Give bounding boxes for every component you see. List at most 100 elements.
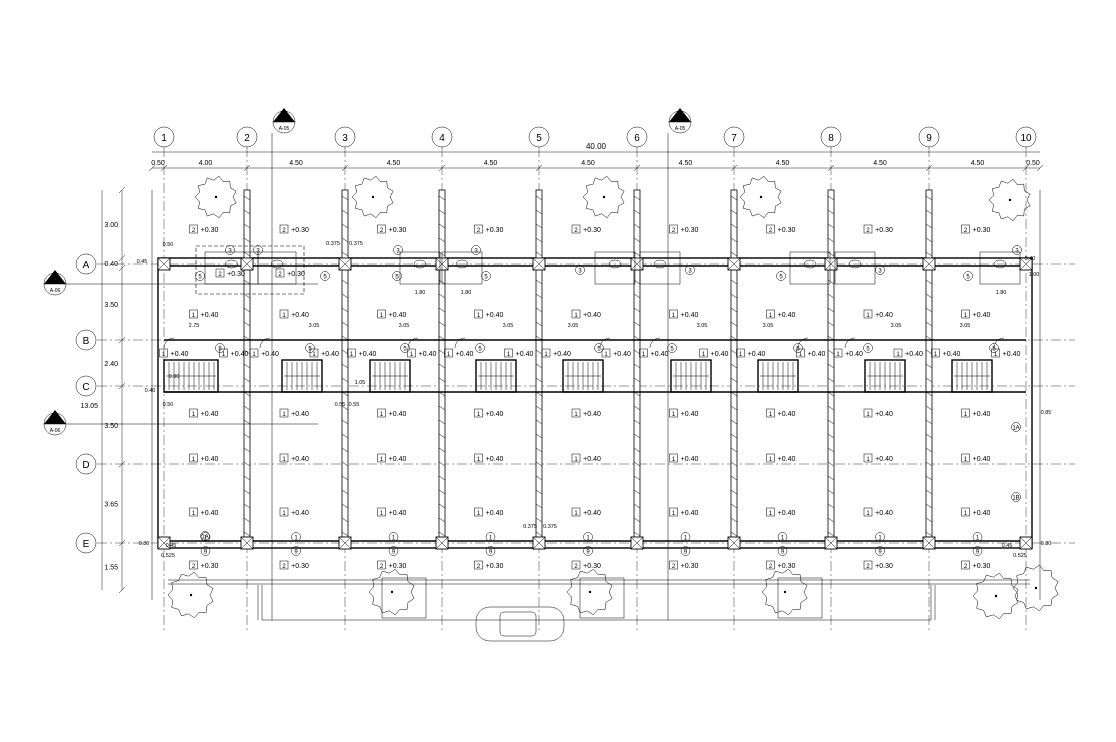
callout-symbol: 5 bbox=[475, 343, 485, 353]
callout-number: 1B bbox=[1012, 496, 1019, 502]
level-annotation: 1+0.40 bbox=[766, 408, 796, 418]
level-annotation: 1+0.40 bbox=[571, 507, 601, 517]
callout-circle bbox=[393, 245, 403, 255]
level-annotation: 1+0.40 bbox=[669, 309, 698, 319]
wall-hatch bbox=[925, 503, 933, 509]
top-dimension-label: 4.50 bbox=[971, 160, 985, 167]
row-grid-label: C bbox=[82, 382, 89, 393]
callout-number: 5 bbox=[395, 275, 399, 281]
level-tag: 2 bbox=[380, 564, 384, 570]
level-annotation: 1+0.40 bbox=[444, 348, 473, 358]
level-tag: 1 bbox=[192, 511, 196, 517]
level-annotation: 1+0.40 bbox=[571, 309, 601, 319]
level-value: +0.30 bbox=[681, 563, 699, 570]
level-value: +0.40 bbox=[486, 456, 504, 463]
level-tag: 1 bbox=[380, 511, 384, 517]
callout-symbol: 1 bbox=[680, 532, 691, 542]
level-tag-box bbox=[474, 507, 483, 517]
tree-trunk bbox=[783, 590, 787, 594]
level-tag: 1 bbox=[477, 511, 481, 517]
callout-symbol: 3 bbox=[253, 245, 263, 255]
level-tag: 1 bbox=[672, 313, 676, 319]
wall-hatch bbox=[535, 433, 543, 439]
level-tag-box bbox=[474, 224, 483, 234]
wall-hatch bbox=[730, 209, 738, 215]
level-value: +0.40 bbox=[553, 351, 571, 358]
small-dimension-label: 3.05 bbox=[399, 323, 410, 329]
wall-hatch bbox=[633, 489, 641, 495]
tree-trunk bbox=[759, 195, 763, 199]
callout-symbol: 5 bbox=[793, 343, 803, 353]
wall-hatch bbox=[633, 531, 641, 537]
level-annotation: 2+0.30 bbox=[766, 560, 795, 570]
level-value: +0.40 bbox=[845, 351, 863, 358]
level-annotation: 1+0.40 bbox=[571, 408, 601, 418]
wall-hatch bbox=[243, 433, 251, 439]
wall-hatch bbox=[341, 433, 349, 439]
level-annotation: 1+0.40 bbox=[249, 348, 279, 358]
callout-circle bbox=[200, 546, 211, 556]
small-dimension-label: 1.80 bbox=[461, 290, 472, 296]
level-tag-box bbox=[504, 348, 513, 358]
planter-basin bbox=[413, 259, 427, 269]
level-tag-box bbox=[215, 268, 225, 278]
level-value: +0.40 bbox=[778, 411, 796, 418]
wall-hatch bbox=[535, 223, 543, 229]
level-annotation: 1+0.40 bbox=[601, 348, 631, 358]
wall-hatch bbox=[925, 377, 933, 383]
callout-circle bbox=[594, 343, 604, 353]
level-tag-box bbox=[159, 348, 168, 358]
level-tag: 1 bbox=[162, 352, 166, 358]
callout-number: 3 bbox=[878, 269, 882, 275]
small-dimension-label: 0.85 bbox=[1041, 410, 1052, 416]
wall-hatch bbox=[438, 433, 446, 439]
wall-hatch bbox=[730, 279, 738, 285]
door-swing bbox=[797, 337, 809, 349]
wall-hatch bbox=[925, 447, 933, 453]
level-value: +0.40 bbox=[711, 351, 729, 358]
callout-number: 3 bbox=[228, 249, 232, 255]
column-grid-bubble bbox=[723, 126, 745, 148]
wall-hatch bbox=[633, 237, 641, 243]
wall-hatch bbox=[925, 307, 933, 313]
wall-hatch bbox=[535, 447, 543, 453]
small-dimension-label: 3.05 bbox=[697, 323, 708, 329]
level-annotation: 2+0.30 bbox=[863, 224, 893, 234]
level-value: +0.30 bbox=[486, 563, 504, 570]
level-tag-box bbox=[309, 348, 319, 358]
wall-hatch bbox=[730, 349, 738, 355]
door-swing bbox=[259, 337, 271, 349]
wall-hatch bbox=[243, 377, 251, 383]
level-annotation: 2+0.30 bbox=[474, 224, 503, 234]
callout-number: 5 bbox=[597, 347, 601, 353]
callout-symbol: 5 bbox=[400, 343, 410, 353]
level-annotation: 1+0.40 bbox=[961, 453, 990, 463]
party-wall bbox=[730, 189, 738, 549]
wall-hatch bbox=[341, 349, 349, 355]
callout-symbol: 1 bbox=[972, 532, 983, 542]
callout-symbol: 5 bbox=[594, 343, 604, 353]
level-tag-box bbox=[279, 507, 289, 517]
column-grid-bubble bbox=[528, 126, 550, 148]
column-grid-label: 5 bbox=[536, 133, 542, 144]
wall-hatch bbox=[438, 195, 446, 201]
level-value: +0.40 bbox=[778, 312, 796, 319]
row-grid-bubble bbox=[75, 253, 97, 275]
callout-symbol: 1 bbox=[388, 532, 399, 542]
callout-symbol: 9 bbox=[583, 546, 593, 556]
callout-circle bbox=[963, 271, 973, 281]
wall-hatch bbox=[243, 489, 251, 495]
level-tag: 1 bbox=[282, 412, 286, 418]
column-cross bbox=[922, 257, 936, 271]
level-tag-box bbox=[736, 348, 745, 358]
wall-hatch bbox=[730, 475, 738, 481]
wall-hatch bbox=[925, 363, 933, 369]
planter-basin bbox=[993, 259, 1007, 269]
level-value: +0.40 bbox=[808, 351, 826, 358]
column-grid-bubble bbox=[820, 126, 842, 148]
level-tag: 1 bbox=[866, 412, 870, 418]
planter-basin bbox=[653, 259, 667, 269]
wall-hatch bbox=[633, 209, 641, 215]
level-tag-box bbox=[474, 408, 483, 418]
